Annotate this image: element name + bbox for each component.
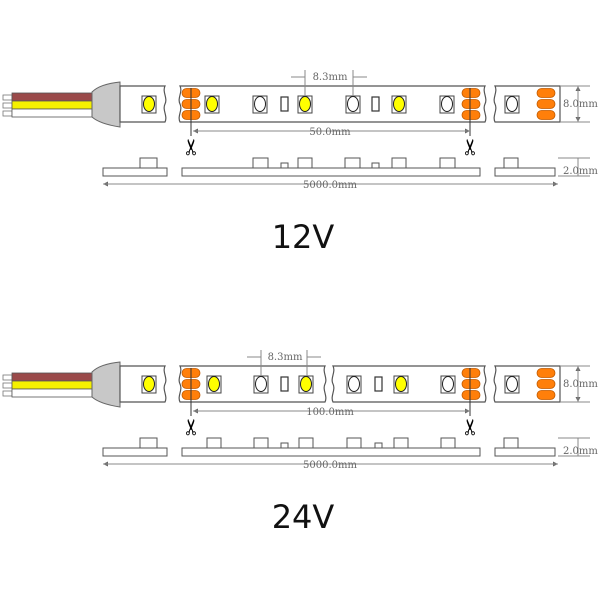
width-label: 8.0mm bbox=[563, 99, 598, 110]
profile-component bbox=[503, 437, 519, 449]
voltage-label: 12V bbox=[272, 218, 335, 256]
solder-pad-icon bbox=[536, 368, 556, 378]
led-chip-icon bbox=[299, 96, 311, 112]
profile-component bbox=[391, 157, 407, 169]
scissors-icon: ✂ bbox=[459, 138, 484, 156]
solder-pad-icon bbox=[461, 99, 481, 109]
wire-white bbox=[11, 108, 95, 118]
wire-pin bbox=[2, 390, 13, 397]
wire-pin bbox=[2, 374, 13, 381]
solder-pad-icon bbox=[536, 379, 556, 389]
profile-component bbox=[440, 437, 456, 449]
profile-component bbox=[346, 437, 362, 449]
led-chip-icon bbox=[348, 376, 360, 392]
scissors-icon: ✂ bbox=[180, 418, 205, 436]
solder-pad-icon bbox=[536, 88, 556, 98]
total-length-label: 5000.0mm bbox=[303, 180, 357, 191]
led-chip-icon bbox=[506, 96, 518, 112]
led-chip-icon bbox=[347, 96, 359, 112]
led-chip-icon bbox=[300, 376, 312, 392]
profile-component bbox=[252, 157, 269, 169]
profile-component bbox=[206, 437, 222, 449]
solder-pad-icon bbox=[536, 99, 556, 109]
led-chip-icon bbox=[395, 376, 407, 392]
led-chip-icon bbox=[208, 376, 220, 392]
wire-pin bbox=[2, 102, 13, 109]
led-chip-icon bbox=[143, 376, 155, 392]
wire-yellow bbox=[11, 380, 95, 390]
connector-icon bbox=[91, 81, 121, 128]
pitch-label: 8.3mm bbox=[268, 352, 303, 363]
profile-component bbox=[253, 437, 269, 449]
wire-yellow bbox=[11, 100, 95, 110]
profile-base bbox=[102, 447, 168, 457]
wire-brown bbox=[11, 92, 95, 102]
profile-component bbox=[393, 437, 409, 449]
led-chip-icon bbox=[206, 96, 218, 112]
profile-component bbox=[344, 157, 361, 169]
resistor-icon bbox=[371, 96, 380, 112]
profile-base bbox=[494, 447, 556, 457]
pitch-label: 8.3mm bbox=[313, 72, 348, 83]
panel-12v: ✂ ✂ 8.3mm 50.0mm 8.0mm 2.0mm 5000.0mm 12V bbox=[2, 70, 598, 256]
led-chip-icon bbox=[506, 376, 518, 392]
profile-component bbox=[297, 157, 313, 169]
wire-pin bbox=[2, 382, 13, 389]
profile-component bbox=[298, 437, 314, 449]
wire-brown bbox=[11, 372, 95, 382]
profile-base bbox=[494, 167, 556, 177]
solder-pad-icon bbox=[536, 110, 556, 120]
led-chip-icon bbox=[441, 96, 453, 112]
profile-base bbox=[102, 167, 168, 177]
scissors-icon: ✂ bbox=[459, 418, 484, 436]
cut-length-label: 100.0mm bbox=[306, 407, 354, 418]
resistor-icon bbox=[374, 376, 383, 392]
profile-component bbox=[139, 437, 158, 449]
profile-component bbox=[280, 162, 289, 169]
resistor-icon bbox=[280, 376, 289, 392]
wire-pin bbox=[2, 110, 13, 117]
profile-base bbox=[181, 167, 481, 177]
resistor-icon bbox=[280, 96, 289, 112]
wire-pin bbox=[2, 94, 13, 101]
profile-component bbox=[280, 442, 289, 449]
led-chip-icon bbox=[254, 96, 266, 112]
led-chip-icon bbox=[442, 376, 454, 392]
profile-component bbox=[139, 157, 158, 169]
profile-component bbox=[374, 442, 383, 449]
connector-icon bbox=[91, 361, 121, 408]
total-length-label: 5000.0mm bbox=[303, 460, 357, 471]
solder-pad-icon bbox=[461, 88, 481, 98]
profile-base bbox=[181, 447, 481, 457]
led-chip-icon bbox=[143, 96, 155, 112]
width-label: 8.0mm bbox=[563, 379, 598, 390]
height-label: 2.0mm bbox=[563, 166, 598, 177]
solder-pad-icon bbox=[536, 390, 556, 400]
scissors-icon: ✂ bbox=[180, 138, 205, 156]
led-chip-icon bbox=[255, 376, 267, 392]
cut-length-label: 50.0mm bbox=[309, 127, 351, 138]
profile-component bbox=[371, 162, 380, 169]
profile-component bbox=[503, 157, 519, 169]
height-label: 2.0mm bbox=[563, 446, 598, 457]
solder-pad-icon bbox=[461, 368, 481, 378]
profile-component bbox=[439, 157, 456, 169]
panel-24v: ✂ ✂ 8.3mm 100.0mm 8.0mm 2.0mm 5000.0mm 24… bbox=[2, 350, 598, 536]
solder-pad-icon bbox=[461, 390, 481, 400]
voltage-label: 24V bbox=[272, 498, 335, 536]
wire-white bbox=[11, 388, 95, 398]
solder-pad-icon bbox=[461, 110, 481, 120]
led-chip-icon bbox=[393, 96, 405, 112]
solder-pad-icon bbox=[461, 379, 481, 389]
